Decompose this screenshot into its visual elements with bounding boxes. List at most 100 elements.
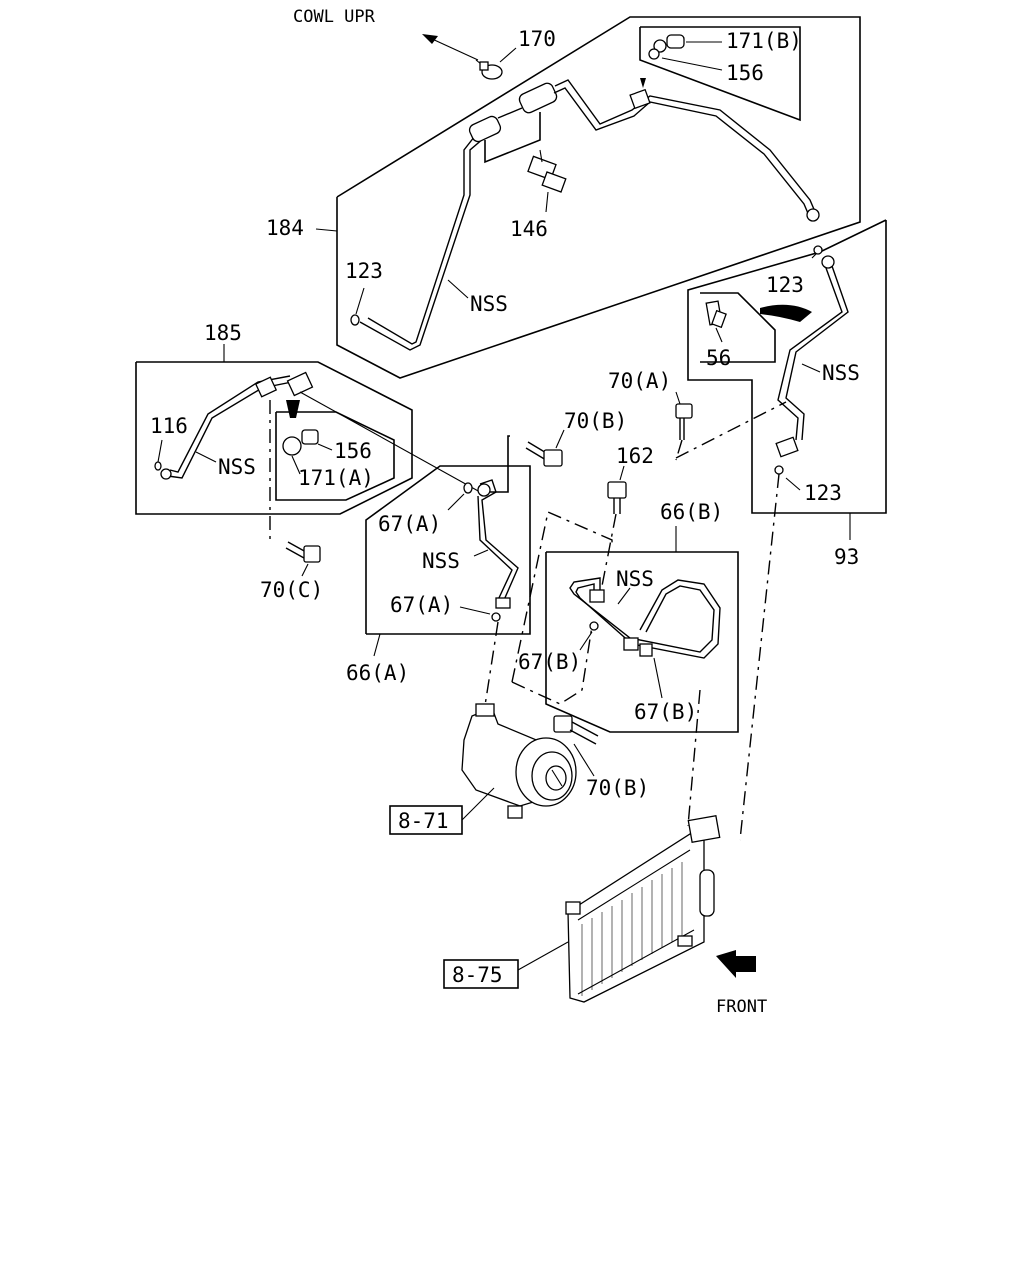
marker-arrow-93 xyxy=(760,304,812,322)
leader-nss-93 xyxy=(801,363,821,373)
leader-8-75 xyxy=(517,941,569,971)
label-67b-left: 67(B) xyxy=(518,650,581,674)
group-93: 56 123 NSS 123 93 xyxy=(687,219,887,569)
cowl-direction-arrowhead xyxy=(422,34,438,44)
label-66a: 66(A) xyxy=(346,661,409,685)
group-66b-outline xyxy=(545,551,739,733)
leader-156-top xyxy=(661,57,723,71)
leader-67a-top xyxy=(447,493,465,511)
label-116: 116 xyxy=(150,414,188,438)
label-nss-185: NSS xyxy=(218,455,256,479)
connector-66b-condenser xyxy=(687,689,701,827)
label-156-mid: 156 xyxy=(334,439,372,463)
label-171b: 171(B) xyxy=(726,29,802,53)
label-184: 184 xyxy=(266,216,304,240)
group-184: 171(B) 156 146 184 123 xyxy=(266,16,861,379)
compressor-icon xyxy=(461,703,577,819)
connector-162 xyxy=(601,513,617,587)
connector-66a-compressor xyxy=(483,621,499,713)
bolt-70b-bottom-group: 70(B) xyxy=(553,715,649,800)
label-70b-bottom: 70(B) xyxy=(586,776,649,800)
pipe-93 xyxy=(774,255,849,475)
label-nss-66a: NSS xyxy=(422,549,460,573)
group-185: 185 116 NSS 156 171(A) xyxy=(135,321,413,515)
connector-185-66a xyxy=(299,391,481,493)
clip-146-icon xyxy=(527,149,567,193)
condenser-icon xyxy=(565,814,721,1003)
leader-116 xyxy=(157,439,163,463)
label-123-left: 123 xyxy=(345,259,383,283)
pipe-66a xyxy=(477,479,519,609)
oring-67a-bottom-icon xyxy=(491,612,501,622)
clip-56-icon xyxy=(705,300,727,329)
cowl-upr-label: COWL UPR xyxy=(293,7,376,27)
label-8-75: 8-75 xyxy=(452,963,503,987)
inset-171b-box xyxy=(639,26,801,122)
bolt-70a-icon xyxy=(675,403,693,440)
bolt-70b-bottom-icon xyxy=(553,715,599,745)
leader-8-71 xyxy=(461,787,495,821)
ref-box-8-75 xyxy=(443,959,519,989)
leader-56 xyxy=(715,327,723,343)
connector-70a-93 xyxy=(675,401,787,459)
bolt-70c-group: 70(C) xyxy=(260,541,323,602)
connector-93-condenser xyxy=(739,473,780,841)
label-93: 93 xyxy=(834,545,859,569)
leader-170 xyxy=(499,47,517,63)
leader-nss-185 xyxy=(195,451,217,463)
clip-170-icon xyxy=(475,59,503,80)
label-70c: 70(C) xyxy=(260,578,323,602)
group-66b: 66(B) NSS 67(B) 67(B) xyxy=(511,500,739,733)
oring-67a-top-icon xyxy=(463,482,473,494)
pipe-184 xyxy=(359,79,820,351)
oring-67b-left-icon xyxy=(589,621,599,631)
leader-70c xyxy=(301,563,309,577)
bolt-171b-icon xyxy=(648,34,685,60)
bracket-146-outline xyxy=(484,112,541,164)
bolt-171a-icon xyxy=(282,429,319,456)
cowl-direction-arrow-line xyxy=(429,37,479,61)
inset-56-box xyxy=(700,292,776,363)
cowl-upr-group: COWL UPR 170 xyxy=(293,7,556,80)
front-label: FRONT xyxy=(716,997,767,1017)
oring-123-right-top-icon xyxy=(813,245,823,255)
label-70b-top: 70(B) xyxy=(564,409,627,433)
label-156-top: 156 xyxy=(726,61,764,85)
label-nss-66b: NSS xyxy=(616,567,654,591)
group-66a-outline xyxy=(365,465,531,635)
bracket-66a xyxy=(484,435,510,493)
bolt-70b-top-group: 70(B) xyxy=(525,409,627,467)
label-67b-right: 67(B) xyxy=(634,700,697,724)
marker-arrow-184 xyxy=(640,78,646,88)
leader-171a xyxy=(291,455,301,475)
leader-70a xyxy=(675,391,681,405)
label-171a: 171(A) xyxy=(298,466,374,490)
bolt-70c-icon xyxy=(285,541,321,563)
label-67a-bottom: 67(A) xyxy=(390,593,453,617)
label-170: 170 xyxy=(518,27,556,51)
group-184-outline xyxy=(336,16,861,379)
group-93-outline xyxy=(687,219,887,514)
leader-146 xyxy=(545,191,549,213)
leader-123-right-bottom xyxy=(785,477,801,491)
leader-70b-top xyxy=(555,429,565,449)
connector-66a-66b xyxy=(511,511,613,683)
leader-162 xyxy=(619,465,625,481)
marker-arrow-185 xyxy=(286,400,300,418)
leader-nss-66b xyxy=(617,587,631,605)
label-185: 185 xyxy=(204,321,242,345)
connector-70a xyxy=(675,439,683,461)
leader-156-mid xyxy=(317,443,333,451)
bolt-162-icon xyxy=(607,481,627,514)
label-56: 56 xyxy=(706,346,731,370)
bolt-70a-group: 70(A) xyxy=(608,369,693,461)
leader-66a xyxy=(373,633,381,657)
leader-123-left xyxy=(355,287,365,315)
oring-116-icon xyxy=(154,461,162,471)
leader-70b-bottom xyxy=(573,743,595,777)
bolt-70b-top-icon xyxy=(525,441,563,467)
leader-67b-right xyxy=(653,657,663,699)
label-162: 162 xyxy=(616,444,654,468)
label-nss-93: NSS xyxy=(822,361,860,385)
